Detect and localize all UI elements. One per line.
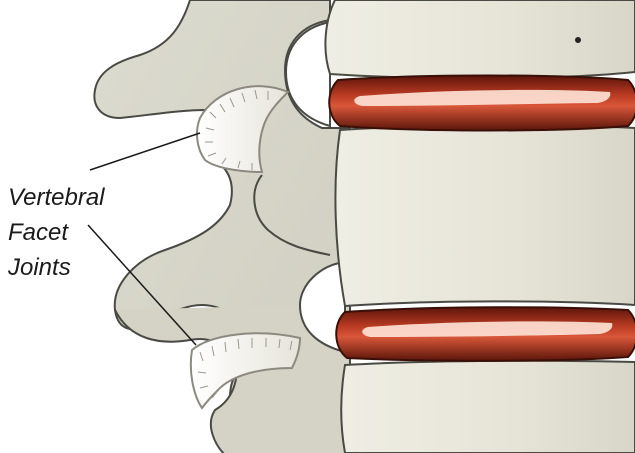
disc-lower xyxy=(336,307,635,361)
facet-joints-label: Vertebral Facet Joints xyxy=(7,184,105,281)
leader-line-upper xyxy=(90,133,200,170)
label-line-1: Vertebral xyxy=(8,184,105,211)
disc-upper xyxy=(329,76,635,131)
vertebral-body-top xyxy=(325,0,635,78)
vertebral-body-middle xyxy=(335,125,635,306)
label-line-2: Facet xyxy=(8,219,69,246)
surface-speck xyxy=(575,37,581,43)
vertebral-bodies xyxy=(325,0,635,453)
label-line-3: Joints xyxy=(7,254,71,281)
vertebral-body-bottom xyxy=(341,361,635,453)
